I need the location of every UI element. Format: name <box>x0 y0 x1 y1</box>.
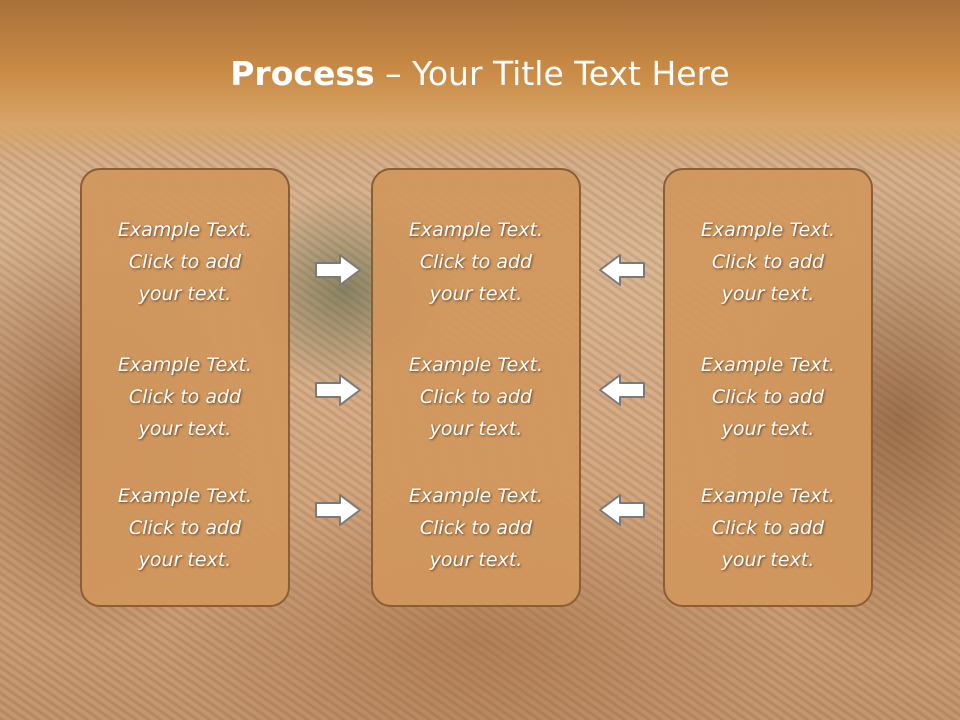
arrow-left-icon <box>599 374 645 406</box>
text-line: Click to add <box>419 517 533 539</box>
text-block[interactable]: Example Text. Click to add your text. <box>373 349 579 445</box>
text-block[interactable]: Example Text. Click to add your text. <box>373 480 579 576</box>
text-block[interactable]: Example Text. Click to add your text. <box>665 480 871 576</box>
text-line: Click to add <box>711 386 825 408</box>
text-line: your text. <box>138 549 232 571</box>
text-line: Click to add <box>419 386 533 408</box>
text-line: your text. <box>429 549 523 571</box>
text-line: Click to add <box>711 251 825 273</box>
slide-title[interactable]: Process – Your Title Text Here <box>0 54 960 93</box>
text-line: your text. <box>429 418 523 440</box>
text-line: your text. <box>138 418 232 440</box>
text-line: your text. <box>721 549 815 571</box>
arrow-right-icon <box>315 374 361 406</box>
middle-text-box[interactable]: Example Text. Click to add your text. Ex… <box>371 168 581 607</box>
text-block[interactable]: Example Text. Click to add your text. <box>373 214 579 310</box>
text-line: Example Text. <box>700 219 836 241</box>
title-bar <box>0 0 960 160</box>
title-bold: Process <box>230 54 375 93</box>
text-line: your text. <box>721 283 815 305</box>
arrow-left-icon <box>599 254 645 286</box>
text-line: Example Text. <box>117 354 253 376</box>
title-text: Your Title Text Here <box>412 54 730 93</box>
arrow-left-icon <box>599 494 645 526</box>
text-line: your text. <box>429 283 523 305</box>
text-line: Example Text. <box>408 354 544 376</box>
text-line: Example Text. <box>117 219 253 241</box>
text-line: Click to add <box>128 251 242 273</box>
text-block[interactable]: Example Text. Click to add your text. <box>665 349 871 445</box>
text-line: Example Text. <box>408 485 544 507</box>
text-block[interactable]: Example Text. Click to add your text. <box>82 214 288 310</box>
text-line: your text. <box>138 283 232 305</box>
text-line: Click to add <box>419 251 533 273</box>
left-text-box[interactable]: Example Text. Click to add your text. Ex… <box>80 168 290 607</box>
arrow-right-icon <box>315 254 361 286</box>
text-line: Example Text. <box>117 485 253 507</box>
text-line: Click to add <box>711 517 825 539</box>
text-block[interactable]: Example Text. Click to add your text. <box>82 480 288 576</box>
text-line: Example Text. <box>700 354 836 376</box>
text-block[interactable]: Example Text. Click to add your text. <box>665 214 871 310</box>
title-separator: – <box>374 54 413 93</box>
text-line: Example Text. <box>408 219 544 241</box>
text-line: Example Text. <box>700 485 836 507</box>
right-text-box[interactable]: Example Text. Click to add your text. Ex… <box>663 168 873 607</box>
text-block[interactable]: Example Text. Click to add your text. <box>82 349 288 445</box>
text-line: your text. <box>721 418 815 440</box>
arrow-right-icon <box>315 494 361 526</box>
text-line: Click to add <box>128 517 242 539</box>
text-line: Click to add <box>128 386 242 408</box>
